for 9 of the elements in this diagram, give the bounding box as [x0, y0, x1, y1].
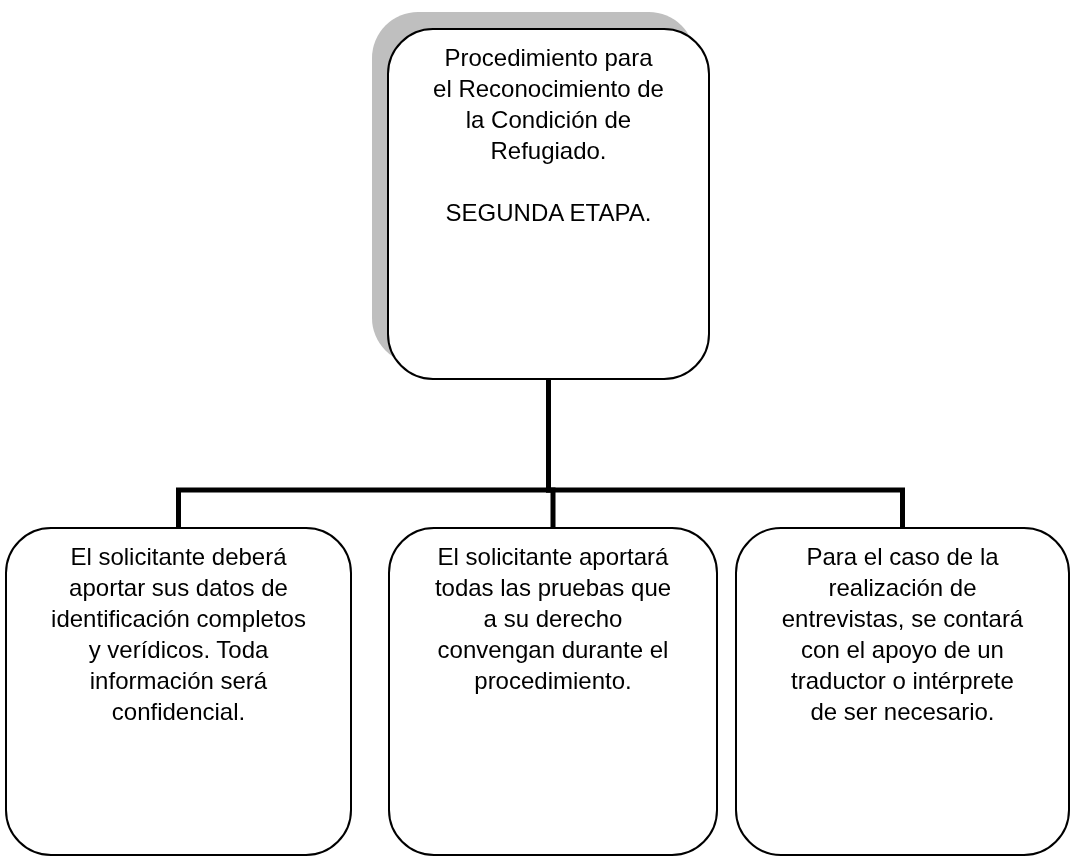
process-box: [735, 527, 1070, 856]
process-box: [5, 527, 352, 856]
box-text: El solicitante aportará todas las pruebas que a su derecho convengan durante el procedimiento.: [434, 542, 672, 696]
stage-label: SEGUNDA ETAPA.: [445, 198, 652, 228]
title-box: [387, 28, 710, 380]
process-box: [388, 527, 718, 856]
box-text: Para el caso de la realización de entrevistas, se contará con el apoyo de un traductor o intérprete de ser necesario.: [781, 542, 1024, 727]
box-text: El solicitante deberá aportar sus datos de identificación completos y verídicos. Toda información será confidencial.: [51, 542, 306, 727]
box-text: Procedimiento para el Reconocimiento de la Condición de Refugiado.: [433, 43, 664, 166]
